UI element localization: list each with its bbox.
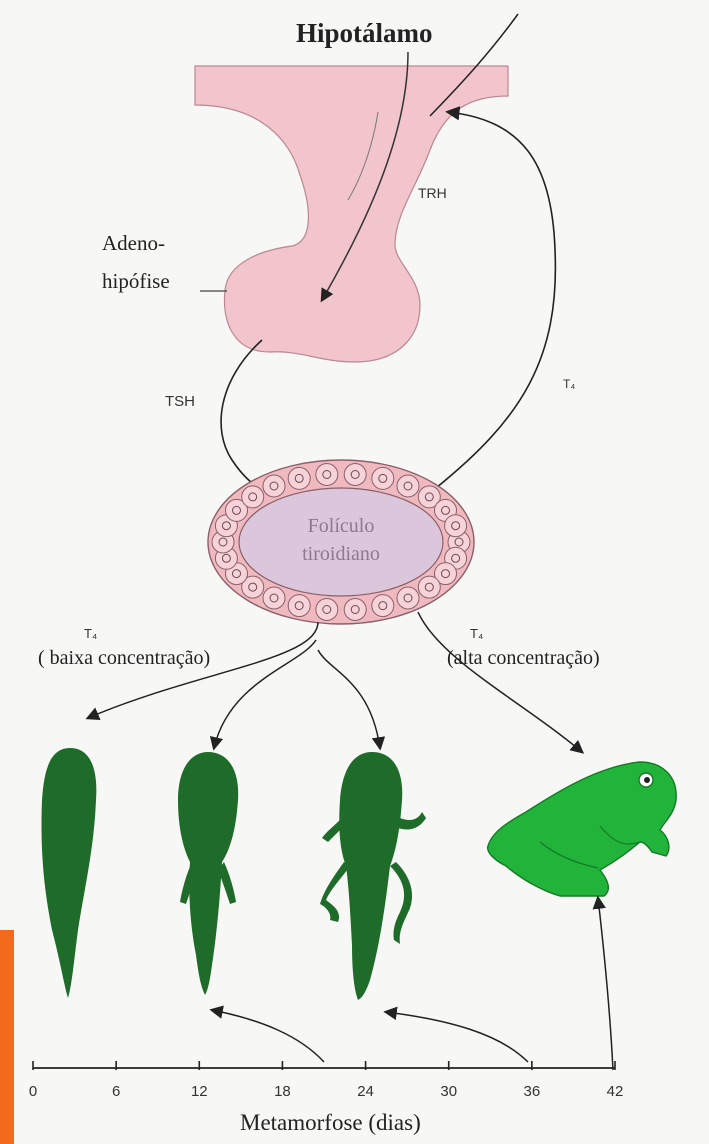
timeline-tick-label: 30: [440, 1083, 457, 1100]
adult-frog: [488, 762, 676, 896]
timeline-tick-label: 36: [524, 1083, 541, 1100]
tadpole-stage-2: [178, 752, 238, 995]
follicle-cell: [288, 595, 310, 617]
follicle-cell: [263, 475, 285, 497]
follicle-cell: [372, 595, 394, 617]
tsh-label: TSH: [165, 393, 195, 410]
follicle-cell: [418, 576, 440, 598]
tadpole-stage-3: [320, 752, 426, 1000]
follicle-cell: [344, 464, 366, 486]
timeline-tick-label: 18: [274, 1083, 291, 1100]
follicle-cell: [288, 467, 310, 489]
follicle-label-line2: tiroidiano: [302, 543, 380, 565]
follicle-cell: [344, 599, 366, 621]
timeline-tick-label: 12: [191, 1083, 208, 1100]
thyroid-follicle: [208, 460, 474, 624]
adenohypophysis-label-line1: Adeno-: [102, 231, 165, 255]
adenohypophysis-label-line2: hipófise: [102, 269, 170, 293]
t4-low-label: T₄: [84, 626, 97, 641]
follicle-label-line1: Folículo: [308, 515, 375, 537]
t4-high-arrow: [418, 612, 582, 752]
timeline-tick-label: 6: [112, 1083, 120, 1100]
tadpole-stage-1: [41, 748, 96, 998]
timeline-tick-label: 0: [29, 1083, 37, 1100]
follicle-cell: [445, 515, 467, 537]
timeline-tick-label: 42: [607, 1083, 624, 1100]
pituitary-gland: [195, 66, 508, 362]
follicle-cell: [397, 475, 419, 497]
follicle-cell: [316, 464, 338, 486]
t4-low-arrow-1: [88, 622, 318, 718]
trh-label: TRH: [418, 185, 447, 201]
follicle-cell: [316, 599, 338, 621]
tsh-arrow: [221, 340, 268, 492]
day24-arrow: [386, 1012, 528, 1062]
high-concentration-label: (alta concentração): [447, 647, 600, 669]
follicle-cell: [397, 587, 419, 609]
timeline-ticks: 0 6 12 18 24 30 36 42: [29, 1061, 624, 1100]
day42-arrow: [598, 898, 613, 1070]
timeline-tick-label: 24: [357, 1083, 374, 1100]
hypothalamus-label: Hipotálamo: [296, 18, 433, 48]
follicle-cell: [242, 486, 264, 508]
low-concentration-label: ( baixa concentração): [38, 647, 210, 669]
t4-feedback-label: T₄: [563, 377, 575, 391]
t4-feedback-arrow: [436, 112, 555, 488]
day12-arrow: [212, 1010, 324, 1062]
axis-title: Metamorfose (dias): [240, 1110, 421, 1135]
t4-low-arrow-3: [318, 650, 380, 748]
follicle-cell: [263, 587, 285, 609]
t4-high-label: T₄: [470, 626, 483, 641]
t4-low-arrow-2: [214, 640, 316, 748]
follicle-cell: [372, 467, 394, 489]
